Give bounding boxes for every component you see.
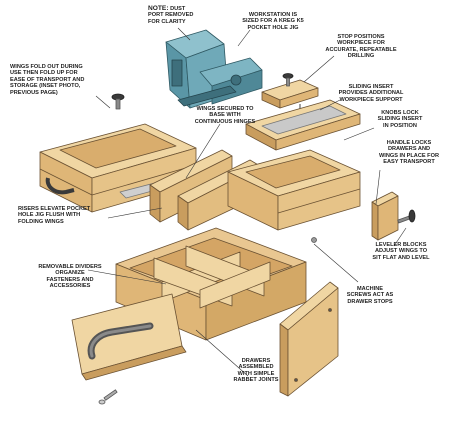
callout-drawers: DRAWERS ASSEMBLED WITH SIMPLE RABBET JOI…: [233, 358, 279, 384]
callout-workstation: WORKSTATION IS SIZED FOR A KREG K5 POCKE…: [242, 12, 304, 31]
right-base-assembly: [227, 149, 361, 231]
callout-note-text: DUST PORT REMOVED FOR CLARITY: [148, 6, 194, 25]
drawer-handle-icon: [87, 322, 154, 360]
callout-machine-screws: MACHINE SCREWS ACT AS DRAWER STOPS: [346, 286, 394, 305]
pocket-hole-jig: [165, 29, 263, 109]
callout-handle-locks: HANDLE LOCKS DRAWERS AND WINGS IN PLACE …: [379, 140, 439, 166]
callout-knobs-lock: KNOBS LOCK SLIDING INSERT IN POSITION: [377, 110, 423, 129]
callout-note: NOTE: DUST PORT REMOVED FOR CLARITY: [148, 5, 194, 25]
leveler-knob-icon: [397, 209, 416, 224]
callout-leveler: LEVELER BLOCKS ADJUST WINGS TO SIT FLAT …: [372, 242, 430, 261]
drawer-with-dividers: [115, 227, 317, 341]
stop-knob-icon: [282, 73, 294, 87]
callout-wings-secured: WINGS SECURED TO BASE WITH CONTINUOUS HI…: [194, 106, 256, 125]
callout-risers: RISERS ELEVATE POCKET HOLE JIG FLUSH WIT…: [18, 206, 91, 225]
left-knob-icon: [111, 93, 125, 110]
divider-grid: [153, 245, 271, 309]
callout-sliding-insert: SLIDING INSERT PROVIDES ADDITIONAL WORKP…: [338, 84, 404, 103]
drawer-stop-screw-icon: [311, 237, 317, 243]
left-wing-assembly: [39, 93, 197, 213]
leveler-block: [371, 191, 416, 241]
side-panel: [279, 281, 339, 397]
left-handle-icon: [45, 177, 75, 195]
callout-dividers: REMOVABLE DIVIDERS ORGANIZE FASTENERS AN…: [38, 264, 102, 290]
drawer-front: [71, 293, 187, 405]
handle-bolt-icon: [98, 389, 118, 405]
callout-wings-fold: WINGS FOLD OUT DURING USE THEN FOLD UP F…: [10, 64, 85, 96]
callout-note-heading: NOTE:: [148, 5, 169, 12]
leader-lines: [87, 27, 407, 377]
callout-stop-positions: STOP POSITIONS WORKPIECE FOR ACCURATE, R…: [325, 34, 397, 60]
